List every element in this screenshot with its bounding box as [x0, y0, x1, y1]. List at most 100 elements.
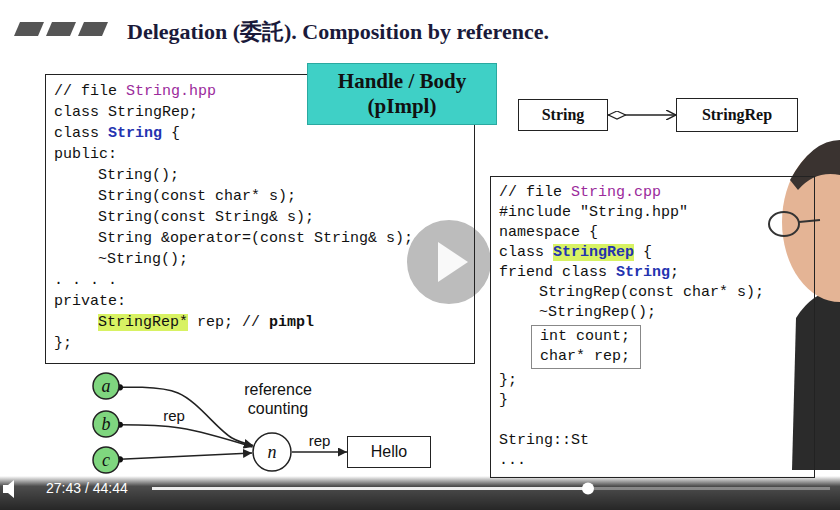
- code-token: String();: [98, 167, 179, 184]
- string-box: Hello: [347, 436, 431, 468]
- code-token: };: [54, 335, 72, 352]
- code-line: class StringRep {: [499, 243, 652, 263]
- code-token: {: [162, 125, 180, 142]
- pattern-box: Handle / Body (pImpl): [307, 63, 497, 125]
- code-line: StringRep* rep; // pimpl: [54, 312, 314, 333]
- node-label: b: [102, 414, 111, 434]
- code-token: class: [54, 125, 108, 142]
- code-line: String(const String& s);: [54, 207, 314, 228]
- code-token: #include "String.hpp": [499, 204, 688, 221]
- code-token: ;: [670, 264, 679, 281]
- code-line: char* rep;: [540, 347, 630, 367]
- code-token: ...: [499, 452, 526, 469]
- code-token: friend class: [499, 264, 616, 281]
- code-line: };: [54, 333, 72, 354]
- code-token: String(const String& s);: [98, 209, 314, 226]
- code-token: pimpl: [269, 314, 314, 331]
- code-token: namespace {: [499, 224, 598, 241]
- progress-track: [152, 487, 830, 490]
- code-token: StringRep(const char* s);: [539, 284, 764, 301]
- code-line: ~String();: [54, 249, 188, 270]
- title-bar-decor: [46, 22, 76, 36]
- code-token: rep; //: [188, 314, 269, 331]
- node-label: Hello: [371, 442, 407, 462]
- code-line: class String {: [54, 123, 180, 144]
- code-token: {: [634, 244, 652, 261]
- code-token: public:: [54, 146, 117, 163]
- annotation: reference counting: [228, 380, 328, 418]
- code-token: String: [108, 125, 162, 142]
- code-token: String::St: [499, 432, 589, 449]
- play-icon: [438, 242, 468, 282]
- code-token: StringRep: [553, 244, 634, 261]
- node-label: c: [102, 450, 110, 470]
- progress-played: [152, 487, 588, 490]
- progress-knob: [582, 483, 594, 495]
- node-label: a: [102, 376, 111, 396]
- count-circle: n: [252, 432, 292, 472]
- code-token: String(const char* s);: [98, 188, 296, 205]
- lecturer-glasses: [799, 220, 820, 222]
- node-label: StringRep: [702, 105, 772, 125]
- code-line: class StringRep;: [54, 102, 198, 123]
- object-circle: c: [92, 446, 120, 474]
- code-token: String &operator=(const String& s);: [98, 230, 413, 247]
- connector: [120, 425, 253, 447]
- object-circle: a: [92, 372, 120, 400]
- title-bar-decor: [14, 22, 44, 36]
- lecturer-body: [792, 288, 840, 470]
- code-token: char* rep;: [540, 348, 630, 365]
- node-label: String: [542, 105, 585, 125]
- code-token: String: [616, 264, 670, 281]
- object-circle: b: [92, 410, 120, 438]
- code-line: // file String.hpp: [54, 81, 216, 102]
- code-token: ~StringRep();: [539, 304, 656, 321]
- code-token: StringRep*: [98, 314, 188, 331]
- code-token: };: [499, 372, 517, 389]
- code-token: }: [499, 392, 508, 409]
- node-label: n: [268, 442, 277, 462]
- code-line: StringRep(const char* s);: [499, 283, 764, 303]
- code-line: ~StringRep();: [499, 303, 656, 323]
- node-label: Handle / Body (pImpl): [327, 69, 477, 119]
- code-token: class: [499, 244, 553, 261]
- lecturer-glasses: [769, 212, 799, 236]
- code-line: int count;: [540, 327, 630, 347]
- code-line: String::St: [499, 431, 589, 451]
- code-token: private:: [54, 293, 126, 310]
- class-box: StringRep: [676, 98, 798, 132]
- code-token: ~String();: [98, 251, 188, 268]
- slide-title: Delegation (委託). Composition by referenc…: [127, 19, 549, 45]
- member-box: int count; char* rep;: [531, 325, 641, 369]
- connector-label: rep: [161, 407, 187, 424]
- code-line: }: [499, 391, 508, 411]
- code-token: class StringRep;: [54, 104, 198, 121]
- code-token: int count;: [540, 328, 630, 345]
- lecturer-hair: [790, 140, 840, 190]
- connector: [120, 453, 252, 459]
- code-line: . . . .: [54, 270, 117, 291]
- video-time: 27:43 / 44:44: [46, 480, 128, 496]
- code-line: ...: [499, 451, 526, 471]
- code-line: String(const char* s);: [54, 186, 296, 207]
- code-line: public:: [54, 144, 117, 165]
- code-line: };: [499, 371, 517, 391]
- class-box: String: [518, 99, 608, 131]
- connector: [608, 114, 676, 116]
- connector: [292, 451, 347, 453]
- code-token: String.cpp: [571, 184, 661, 201]
- code-line: private:: [54, 291, 126, 312]
- code-token: // file: [54, 83, 126, 100]
- code-line: namespace {: [499, 223, 598, 243]
- circle-shape: [93, 373, 119, 399]
- circle-shape: [253, 433, 291, 471]
- code-line: #include "String.hpp": [499, 203, 688, 223]
- connector-label: rep: [307, 432, 333, 449]
- code-line: String &operator=(const String& s);: [54, 228, 413, 249]
- code-token: // file: [499, 184, 571, 201]
- code-token: String.hpp: [126, 83, 216, 100]
- player-bar: [0, 476, 840, 510]
- speaker-icon: [3, 480, 14, 498]
- code-line: String();: [54, 165, 179, 186]
- code-box: // file String.cpp #include "String.hpp" n…: [490, 176, 815, 478]
